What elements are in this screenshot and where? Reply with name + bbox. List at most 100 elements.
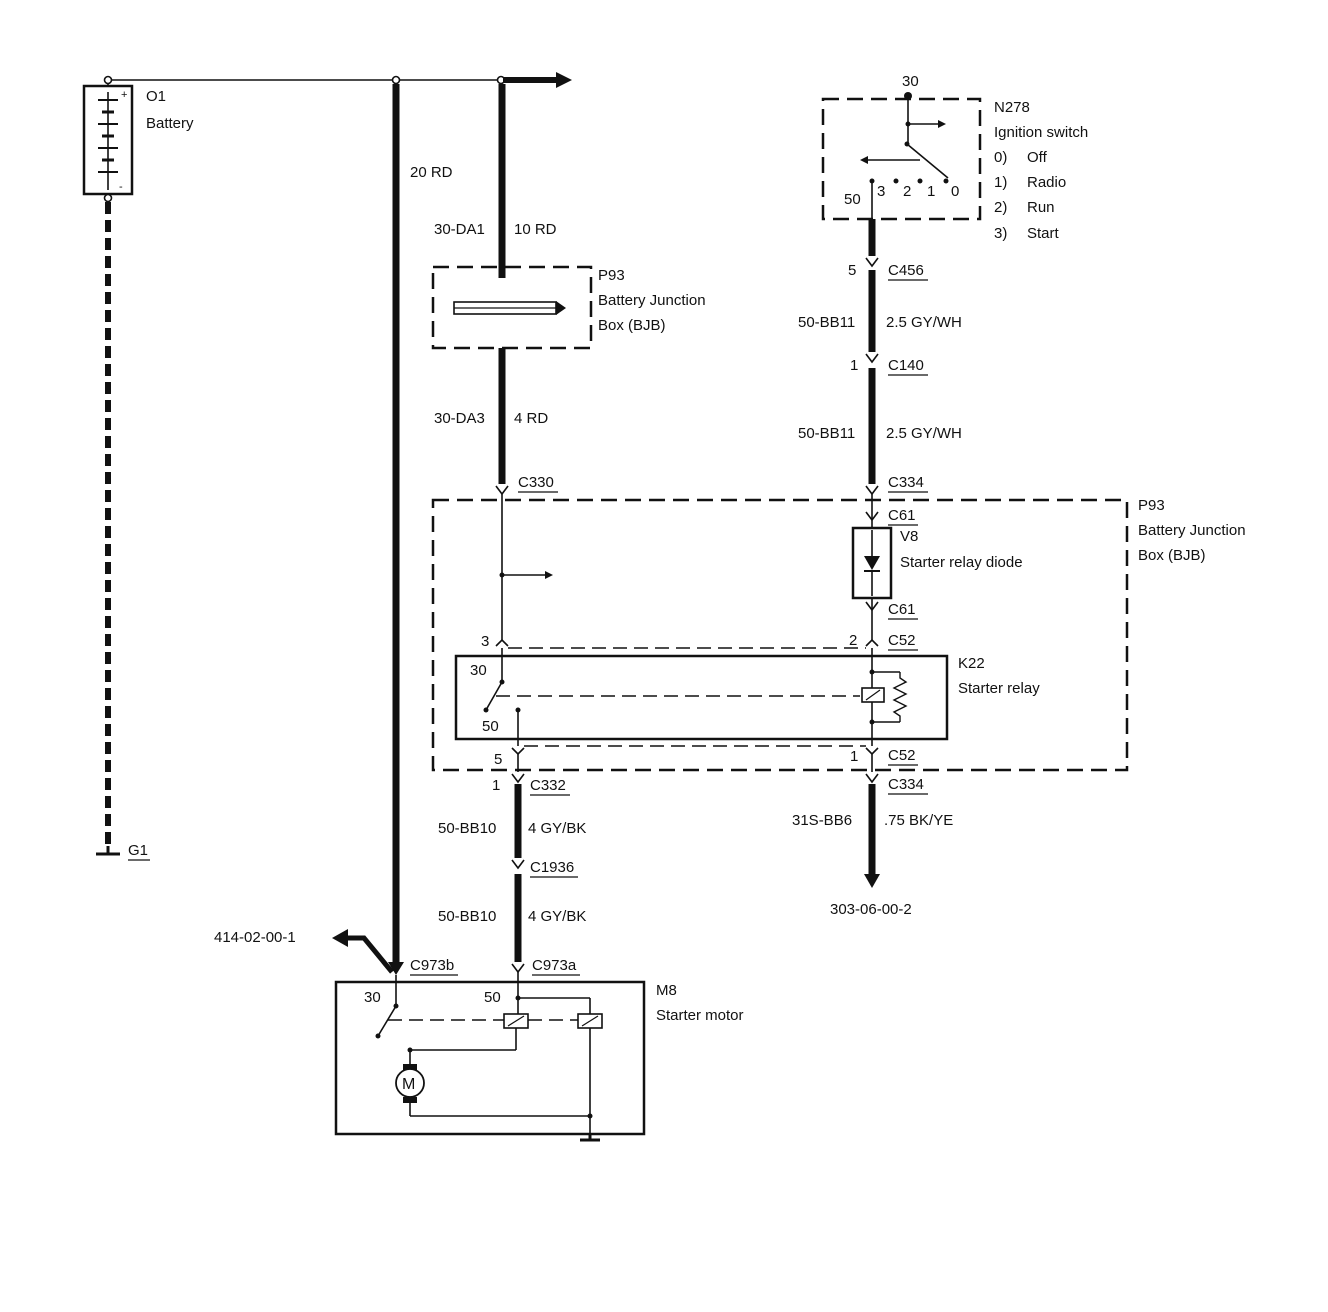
starter-pin-50: 50 xyxy=(484,989,501,1006)
starter-switch-contact xyxy=(377,1005,397,1037)
ignition-contact-2: 2 xyxy=(903,183,911,200)
relay-pin-right-top: 2 xyxy=(849,632,857,649)
wire-50-bb11-b-code: 50-BB11 xyxy=(798,425,855,442)
bjb-top-id: P93 xyxy=(598,267,625,284)
wire-generator-branch xyxy=(346,935,394,974)
c332-pin: 1 xyxy=(492,777,500,794)
starter-id: M8 xyxy=(656,982,677,999)
fuse-icon xyxy=(453,301,566,315)
wire-31s-bb6-spec: .75 BK/YE xyxy=(884,812,953,829)
wire-30-da1-code: 30-DA1 xyxy=(434,221,485,238)
ignition-contact-1: 1 xyxy=(927,183,935,200)
battery-name: Battery xyxy=(146,115,194,132)
ref-arrow-icon xyxy=(332,929,348,947)
c1936-id: C1936 xyxy=(530,859,574,876)
relay-conn-right-top: C52 xyxy=(888,632,916,649)
wire-50-bb11-b-spec: 2.5 GY/WH xyxy=(886,425,962,442)
c334-top-connector-icon xyxy=(865,485,879,496)
battery-id: O1 xyxy=(146,88,166,105)
relay-resistor-icon xyxy=(892,672,908,722)
ref-generator: 414-02-00-1 xyxy=(214,929,296,946)
relay-pin-left-bottom: 5 xyxy=(494,751,502,768)
wire-30-da1-spec: 10 RD xyxy=(514,221,557,238)
ignition-contact-0: 0 xyxy=(951,183,959,200)
ignition-pos-label-1: Radio xyxy=(1027,174,1066,191)
relay-coil-icon xyxy=(861,648,908,746)
relay-k22-box xyxy=(454,654,949,741)
relay-switch-contact xyxy=(485,681,503,711)
wire-50-bb11-a-spec: 2.5 GY/WH xyxy=(886,314,962,331)
c332-connector-icon xyxy=(511,773,525,784)
relay-name: Starter relay xyxy=(958,680,1040,697)
relay-pin-30: 30 xyxy=(470,662,487,679)
ref-ground: 303-06-00-2 xyxy=(830,901,912,918)
relay-pin-right-bottom: 1 xyxy=(850,748,858,765)
bjb-main-name-2: Box (BJB) xyxy=(1138,547,1206,564)
relay-conn-right-bottom: C52 xyxy=(888,747,916,764)
starter-name: Starter motor xyxy=(656,1007,744,1024)
c456-pin: 5 xyxy=(848,262,856,279)
ignition-pos-num-3: 3) xyxy=(994,225,1007,242)
relay-pin-50: 50 xyxy=(482,718,499,735)
bjb-top-name-1: Battery Junction xyxy=(598,292,706,309)
c330-id: C330 xyxy=(518,474,554,491)
c140-pin: 1 xyxy=(850,357,858,374)
diode-conn-top: C61 xyxy=(888,507,916,524)
starter-pull-in-coil-icon xyxy=(503,1013,529,1029)
wire-20rd-label: 20 RD xyxy=(410,164,453,181)
bjb-main-id: P93 xyxy=(1138,497,1165,514)
starter-conn-left: C973b xyxy=(410,957,454,974)
bjb-main-name-1: Battery Junction xyxy=(1138,522,1246,539)
c330-connector-icon xyxy=(495,485,509,496)
starter-hold-in-coil-icon xyxy=(577,1013,603,1029)
c456-id: C456 xyxy=(888,262,924,279)
wire-30-da3-spec: 4 RD xyxy=(514,410,548,427)
wire-30-da3-code: 30-DA3 xyxy=(434,410,485,427)
c140-id: C140 xyxy=(888,357,924,374)
diode-name: Starter relay diode xyxy=(900,554,1023,571)
wire-31s-bb6-code: 31S-BB6 xyxy=(792,812,852,829)
bjb-branch-arrow-icon xyxy=(545,571,553,579)
bjb-top-name-2: Box (BJB) xyxy=(598,317,666,334)
wire-50-bb10-a-code: 50-BB10 xyxy=(438,820,496,837)
c1936-connector-icon xyxy=(511,859,525,870)
ignition-pos-label-3: Start xyxy=(1027,225,1060,242)
wire-50-bb10-a-spec: 4 GY/BK xyxy=(528,820,586,837)
wire-50-bb11-a-code: 50-BB11 xyxy=(798,314,855,331)
relay-pin-left-top: 3 xyxy=(481,633,489,650)
ignition-pin-50: 50 xyxy=(844,191,861,208)
motor-symbol: M xyxy=(402,1076,415,1093)
battery-plus: + xyxy=(121,89,127,101)
ignition-pos-label-2: Run xyxy=(1027,199,1055,216)
ignition-id: N278 xyxy=(994,99,1030,116)
c334-top-id: C334 xyxy=(888,474,924,491)
wire-50-bb10-b-code: 50-BB10 xyxy=(438,908,496,925)
battery-o1: + - O1 Battery xyxy=(82,75,194,203)
ignition-switch-lever xyxy=(906,143,949,179)
bus-continue-arrow-icon xyxy=(556,72,572,88)
battery-cells-icon xyxy=(98,99,118,173)
c332-id: C332 xyxy=(530,777,566,794)
c140-connector-icon xyxy=(865,353,879,364)
bjb-top-box xyxy=(431,265,593,350)
starter-pin-30: 30 xyxy=(364,989,381,1006)
ignition-name: Ignition switch xyxy=(994,124,1088,141)
ignition-pin-30: 30 xyxy=(902,73,919,90)
ignition-switch-box xyxy=(821,97,982,221)
diode-conn-bottom: C61 xyxy=(888,601,916,618)
bjb-main-box xyxy=(431,498,1129,772)
ignition-pos-num-1: 1) xyxy=(994,174,1007,191)
ground-id: G1 xyxy=(128,842,148,859)
ignition-positions: 0) Off 1) Radio 2) Run 3) Start xyxy=(994,149,1066,242)
wire-50-bb10-b-spec: 4 GY/BK xyxy=(528,908,586,925)
ignition-contact-3: 3 xyxy=(877,183,885,200)
ignition-pos-num-0: 0) xyxy=(994,149,1007,166)
c334-bottom-connector-icon xyxy=(865,773,879,784)
ignition-pos-num-2: 2) xyxy=(994,199,1007,216)
battery-minus: - xyxy=(119,181,123,193)
starter-conn-right: C973a xyxy=(532,957,577,974)
diode-id: V8 xyxy=(900,528,918,545)
c334-bottom-id: C334 xyxy=(888,776,924,793)
starter-ground-icon xyxy=(580,1134,600,1142)
